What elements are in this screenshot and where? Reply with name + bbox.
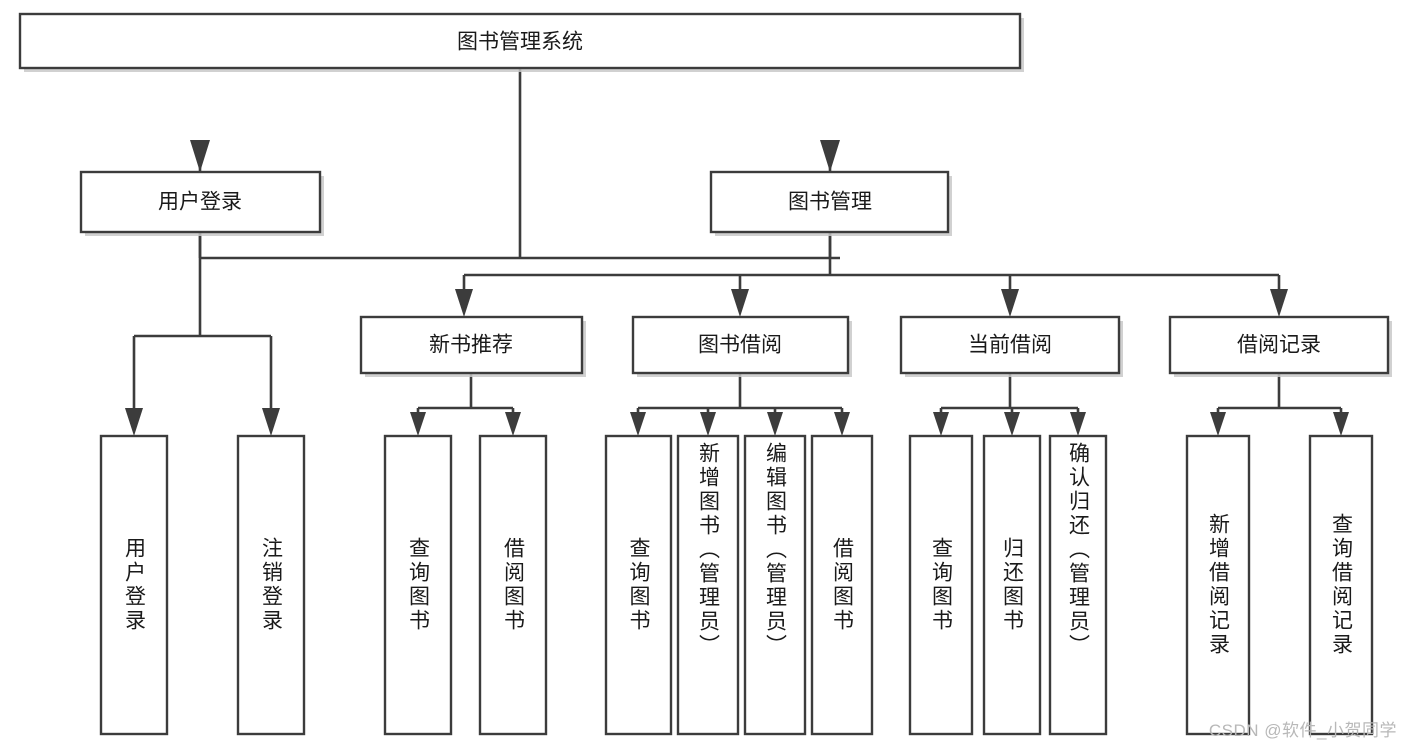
watermark-text: CSDN @软件_小贺同学: [1208, 721, 1397, 740]
current-borrow-box[interactable]: [899, 315, 1121, 375]
arrowhead-to-current-borrow: [1001, 289, 1019, 317]
leaf-box-edit-book-admin[interactable]: [743, 434, 807, 736]
leaf-box-query-book-nb[interactable]: [383, 434, 453, 736]
leaf-box-layer: [99, 434, 1374, 736]
arrowhead-to-leaf-bb-4: [834, 412, 850, 436]
node-book-management[interactable]: 图书管理: [709, 170, 952, 236]
node-user-login[interactable]: 用户登录: [79, 170, 324, 236]
arrowhead-to-leaf-cb-1: [933, 412, 949, 436]
new-book-recommend-label: 新书推荐: [429, 334, 513, 357]
leaf-box-user-login[interactable]: [99, 434, 169, 736]
arrowhead-to-new-book: [455, 289, 473, 317]
arrowhead-to-user-login: [190, 140, 210, 172]
leaf-box-add-borrow-record[interactable]: [1185, 434, 1251, 736]
book-management-box[interactable]: [709, 170, 950, 234]
user-login-box[interactable]: [79, 170, 322, 234]
node-current-borrow[interactable]: 当前借阅: [899, 315, 1123, 377]
arrowhead-to-leaf-cb-3: [1070, 412, 1086, 436]
arrowhead-to-leaf-bb-3: [767, 412, 783, 436]
arrowhead-to-leaf-logout: [262, 408, 280, 436]
user-login-label: 用户登录: [158, 191, 242, 214]
arrowhead-to-leaf-nb-1: [410, 412, 426, 436]
leaf-box-return-book[interactable]: [982, 434, 1042, 736]
borrow-records-box[interactable]: [1168, 315, 1390, 375]
leaf-box-borrow-book-bb[interactable]: [810, 434, 874, 736]
arrowhead-to-book-mgmt: [820, 140, 840, 172]
arrowhead-layer: [125, 140, 1349, 436]
node-new-book-recommend[interactable]: 新书推荐: [359, 315, 586, 377]
node-root[interactable]: 图书管理系统: [18, 12, 1024, 72]
arrowhead-to-leaf-br-1: [1210, 412, 1226, 436]
leaf-box-add-book-admin[interactable]: [676, 434, 740, 736]
leaf-box-query-book-cb[interactable]: [908, 434, 974, 736]
arrowhead-to-leaf-cb-2: [1004, 412, 1020, 436]
arrowhead-to-book-borrow: [731, 289, 749, 317]
root-label: 图书管理系统: [457, 31, 583, 54]
borrow-records-label: 借阅记录: [1237, 334, 1321, 357]
leaf-box-query-book-bb[interactable]: [604, 434, 673, 736]
book-borrow-label: 图书借阅: [698, 334, 782, 357]
leaf-box-borrow-book-nb[interactable]: [478, 434, 548, 736]
current-borrow-label: 当前借阅: [968, 334, 1052, 357]
leaf-box-logout[interactable]: [236, 434, 306, 736]
node-book-borrow[interactable]: 图书借阅: [631, 315, 852, 377]
book-borrow-box[interactable]: [631, 315, 850, 375]
arrowhead-to-leaf-br-2: [1333, 412, 1349, 436]
arrowhead-to-leaf-bb-1: [630, 412, 646, 436]
arrowhead-to-leaf-user-login: [125, 408, 143, 436]
book-management-label: 图书管理: [788, 191, 872, 214]
new-book-recommend-box[interactable]: [359, 315, 584, 375]
arrowhead-to-borrow-records: [1270, 289, 1288, 317]
root-box[interactable]: [18, 12, 1022, 70]
arrowhead-to-leaf-nb-2: [505, 412, 521, 436]
node-borrow-records[interactable]: 借阅记录: [1168, 315, 1392, 377]
arrowhead-to-leaf-bb-2: [700, 412, 716, 436]
leaf-box-confirm-return-admin[interactable]: [1048, 434, 1108, 736]
leaf-box-query-borrow-record[interactable]: [1308, 434, 1374, 736]
